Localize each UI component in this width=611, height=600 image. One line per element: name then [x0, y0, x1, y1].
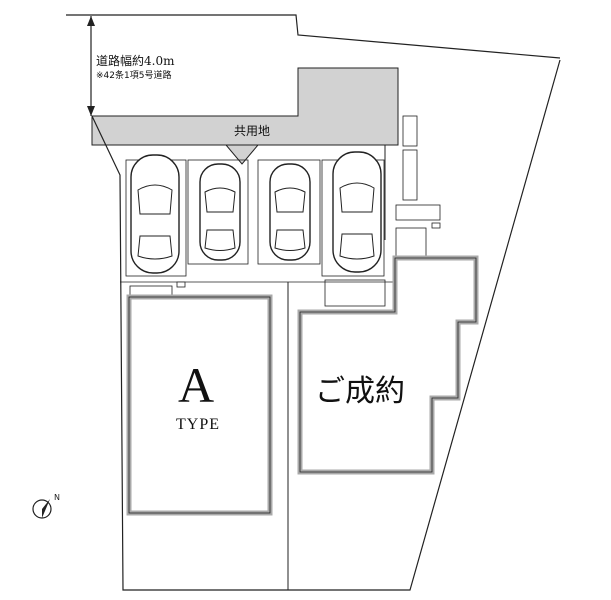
road-width-label: 道路幅約4.0m [96, 54, 175, 68]
shared-land-label: 共用地 [234, 124, 271, 138]
lot-a-building [126, 294, 273, 516]
lot-b-building [297, 255, 479, 475]
car-icon [199, 163, 241, 261]
lot-a-letter: A [178, 357, 215, 413]
site-boundary [91, 59, 561, 591]
car-icon [269, 163, 311, 261]
road-area [66, 14, 561, 116]
north-compass-icon: N [32, 493, 60, 519]
meter-icon [176, 222, 441, 288]
lot-b-sold-label: ご成約 [315, 374, 405, 409]
car-icon [332, 151, 382, 273]
road-note: ※42条1項5号道路 [96, 71, 172, 81]
svg-text:N: N [54, 493, 60, 502]
shared-land [91, 67, 399, 165]
car-icon [130, 154, 180, 274]
lot-a-type-word: TYPE [176, 416, 220, 433]
